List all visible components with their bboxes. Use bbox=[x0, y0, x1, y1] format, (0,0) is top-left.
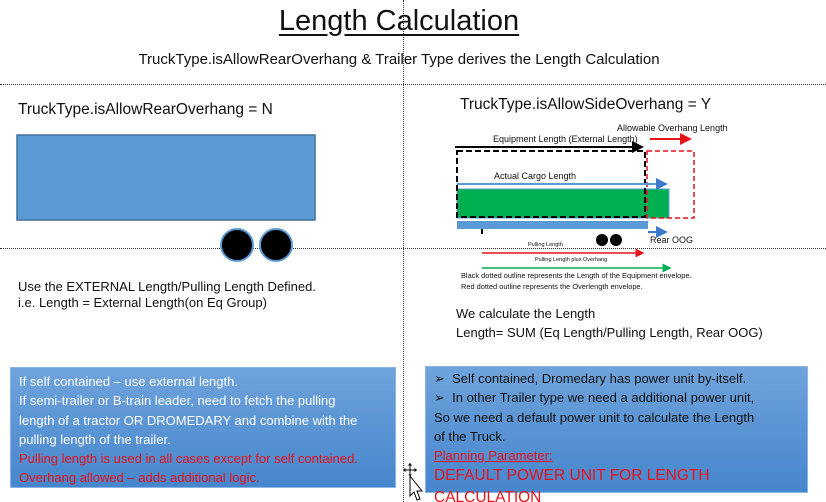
black-outline-note: Black dotted outline represents the Leng… bbox=[461, 271, 692, 280]
move-cursor-icon bbox=[402, 462, 424, 501]
right-heading: TruckType.isAllowSideOverhang = Y bbox=[460, 96, 712, 113]
guide-line bbox=[0, 248, 826, 249]
cargo-block bbox=[456, 188, 670, 219]
slide-title: Length Calculation bbox=[278, 5, 520, 37]
note-line-red: Pulling length is used in all cases exce… bbox=[19, 451, 358, 467]
note-line: If semi-trailer or B-train leader, need … bbox=[19, 393, 336, 409]
note-line: pulling length of the trailer. bbox=[19, 431, 171, 447]
note-line: So we need a default power unit to calcu… bbox=[434, 409, 755, 425]
note-line: length of a tractor OR DROMEDARY and com… bbox=[19, 412, 358, 428]
wheel bbox=[220, 228, 254, 262]
planning-parameter-value: DEFAULT POWER UNIT FOR LENGTH CALCULATIO… bbox=[434, 467, 710, 502]
note-line-red: Overhang allowed – adds additional logic… bbox=[19, 470, 260, 486]
wheel bbox=[610, 234, 622, 246]
bullet-item: ➢ In other Trailer type we need a additi… bbox=[434, 388, 799, 407]
guide-line bbox=[403, 0, 404, 502]
guide-line bbox=[0, 84, 826, 85]
arrow-bullet-icon: ➢ bbox=[434, 371, 453, 386]
note-line: If self contained – use external length. bbox=[19, 374, 238, 389]
slide-subtitle: TruckType.isAllowRearOverhang & Trailer … bbox=[138, 51, 660, 68]
left-line: Use the EXTERNAL Length/Pulling Length D… bbox=[18, 279, 316, 294]
trailer-stub bbox=[481, 229, 483, 234]
trailer-bar bbox=[457, 221, 648, 229]
note-line: of the Truck. bbox=[434, 428, 506, 444]
bullet-text: Self contained, Dromedary has power unit… bbox=[452, 371, 747, 386]
left-note-box: If self contained – use external length.… bbox=[10, 367, 396, 488]
left-line: i.e. Length = External Length(on Eq Grou… bbox=[18, 295, 267, 310]
equipment-length-label: Equipment Length (External Length) bbox=[493, 134, 638, 144]
arrow-bullet-icon: ➢ bbox=[434, 390, 453, 406]
allowable-overhang-label: Allowable Overhang Length bbox=[617, 123, 728, 133]
pulling-length-label: Pulling Length bbox=[528, 242, 563, 248]
wheel bbox=[596, 234, 608, 246]
right-line: We calculate the Length bbox=[456, 306, 596, 321]
bullet-item: ➢ Self contained, Dromedary has power un… bbox=[434, 369, 799, 388]
red-outline-note: Red dotted outline represents the Overle… bbox=[461, 282, 643, 291]
actual-cargo-label: Actual Cargo Length bbox=[494, 171, 577, 181]
planning-parameter-label: Planning Parameter: bbox=[434, 448, 553, 464]
bullet-text: In other Trailer type we need a addition… bbox=[452, 390, 755, 406]
right-note-box: ➢ Self contained, Dromedary has power un… bbox=[425, 366, 808, 502]
rear-oog-label: Rear OOG bbox=[650, 235, 694, 245]
pulling-overhang-label: Pulling Length plus Overhang bbox=[535, 257, 608, 263]
trailer-diagram bbox=[16, 134, 316, 262]
wheel bbox=[259, 228, 293, 262]
right-line: Length= SUM (Eq Length/Pulling Length, R… bbox=[456, 325, 763, 340]
left-heading: TruckType.isAllowRearOverhang = N bbox=[18, 101, 273, 118]
trailer-body bbox=[16, 134, 316, 221]
